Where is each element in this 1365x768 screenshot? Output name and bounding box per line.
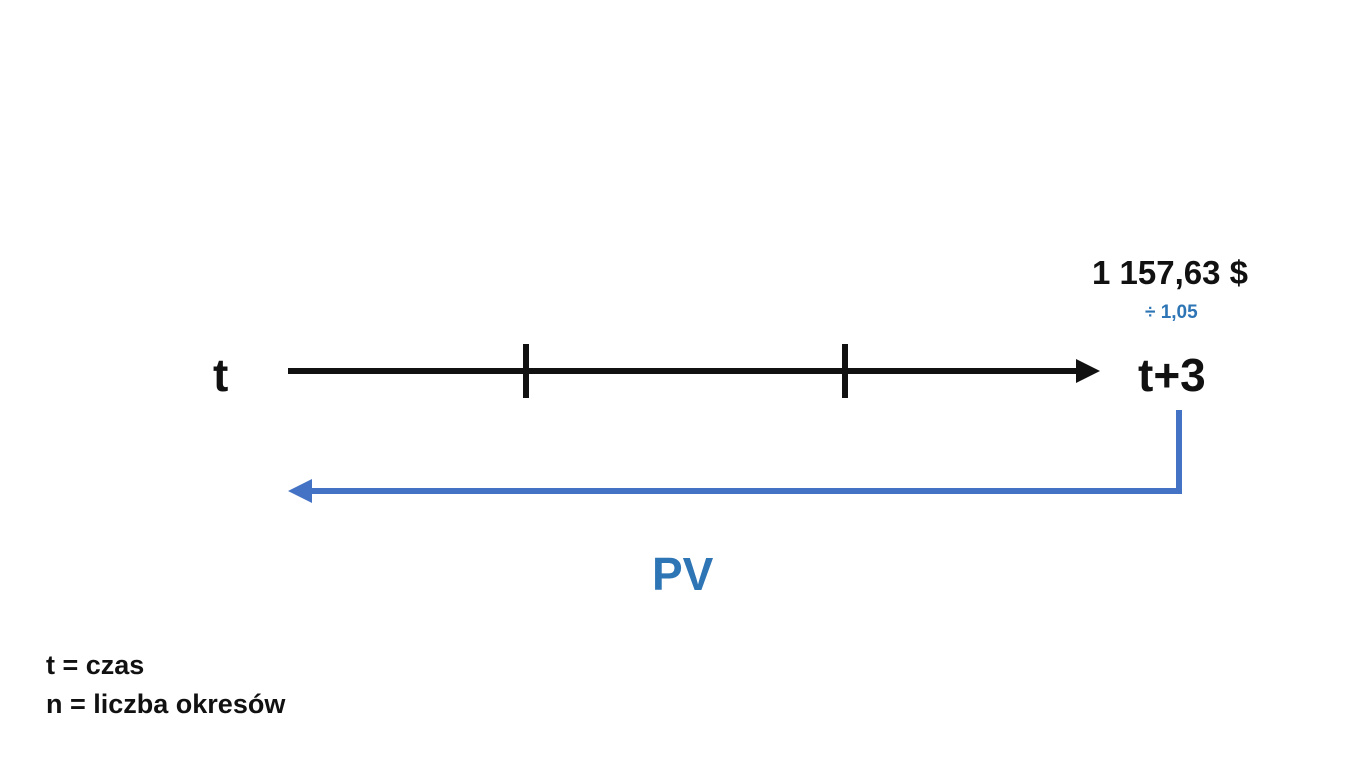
pv-arrowhead (288, 479, 312, 503)
timeline-arrowhead (1076, 359, 1100, 383)
legend-item-periods: n = liczba okresów (46, 689, 286, 719)
pv-label: PV (652, 548, 714, 600)
legend-item-time: t = czas (46, 650, 145, 680)
legend: t = czas n = liczba okresów (46, 646, 285, 724)
timeline-end-label: t+3 (1138, 349, 1206, 401)
discount-divisor: ÷ 1,05 (1145, 302, 1198, 323)
pv-discount-connector (310, 410, 1182, 494)
future-value-amount: 1 157,63 $ (1092, 254, 1248, 291)
timeline-start-label: t (213, 349, 229, 401)
